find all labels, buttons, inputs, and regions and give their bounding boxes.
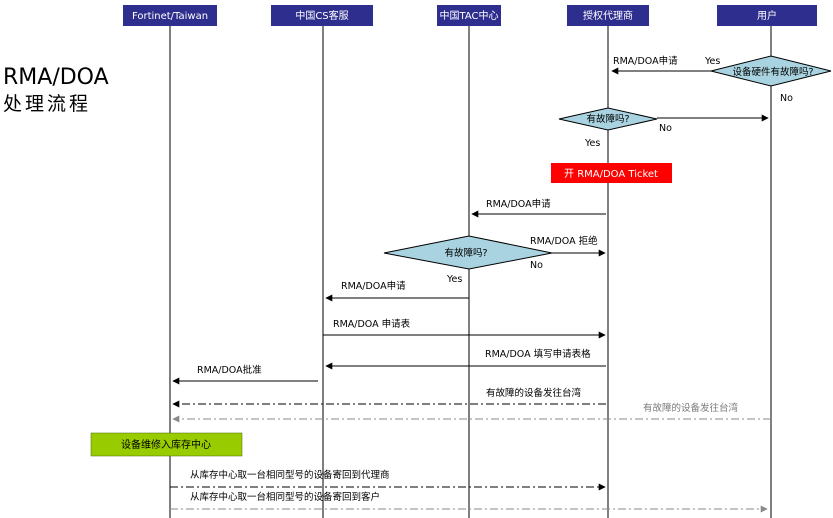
lane-label: 中国CS客服: [295, 9, 348, 22]
lane-header-china-cs: 中国CS客服: [271, 5, 373, 26]
msg-ship-faulty-user: 有故障的设备发往台湾: [643, 402, 739, 414]
decision-user-hardware-fault: 设备硬件有故障吗? Yes No: [704, 55, 832, 104]
msg-rma-apply-1: RMA/DOA申请: [613, 55, 678, 67]
msg-rma-apply-2: RMA/DOA申请: [486, 198, 551, 210]
lane-label: 授权代理商: [583, 9, 633, 22]
msg-stock-to-user: 从库存中心取一台相同型号的设备寄回到客户: [190, 491, 380, 503]
decision-yes-label: Yes: [446, 274, 462, 285]
msg-rma-reject: RMA/DOA 拒绝: [530, 235, 598, 247]
lifelines: [169, 26, 772, 518]
repair-stock-box: 设备维修入库存中心: [90, 432, 243, 457]
msg-rma-approve: RMA/DOA批准: [197, 364, 262, 376]
msg-stock-to-dealer: 从库存中心取一台相同型号的设备寄回到代理商: [190, 469, 390, 481]
decision-no-label: No: [780, 93, 793, 104]
decision-tac-fault: 有故障吗? No Yes: [383, 235, 553, 285]
lane-label: 用户: [757, 9, 777, 22]
repair-stock-label: 设备维修入库存中心: [121, 438, 211, 451]
decision-yes-label: Yes: [584, 138, 600, 149]
decision-label: 有故障吗?: [586, 113, 629, 125]
decision-yes-label: Yes: [704, 56, 720, 67]
lane-header-china-tac: 中国TAC中心: [437, 5, 501, 26]
msg-ship-faulty-dealer: 有故障的设备发往台湾: [486, 387, 582, 399]
diagram-subtitle: 处理流程: [3, 93, 91, 115]
decision-no-label: No: [530, 260, 543, 271]
lane-header-fortinet-taiwan: Fortinet/Taiwan: [123, 5, 217, 26]
msg-rma-form: RMA/DOA 申请表: [333, 318, 411, 330]
decision-label: 设备硬件有故障吗?: [732, 66, 813, 78]
lane-header-dealer: 授权代理商: [567, 5, 649, 26]
lane-label: Fortinet/Taiwan: [132, 11, 208, 22]
open-ticket-label: 开 RMA/DOA Ticket: [564, 169, 658, 180]
decision-no-label: No: [659, 123, 672, 134]
decision-dealer-fault: 有故障吗? No Yes: [558, 107, 672, 149]
lane-header-user: 用户: [717, 5, 817, 26]
msg-rma-apply-3: RMA/DOA申请: [341, 280, 406, 292]
decision-label: 有故障吗?: [444, 247, 487, 259]
msg-rma-filled-form: RMA/DOA 填写申请表格: [485, 348, 591, 360]
lane-label: 中国TAC中心: [440, 9, 499, 22]
diagram-title: RMA/DOA: [3, 65, 109, 90]
open-ticket-box: 开 RMA/DOA Ticket: [551, 163, 672, 183]
